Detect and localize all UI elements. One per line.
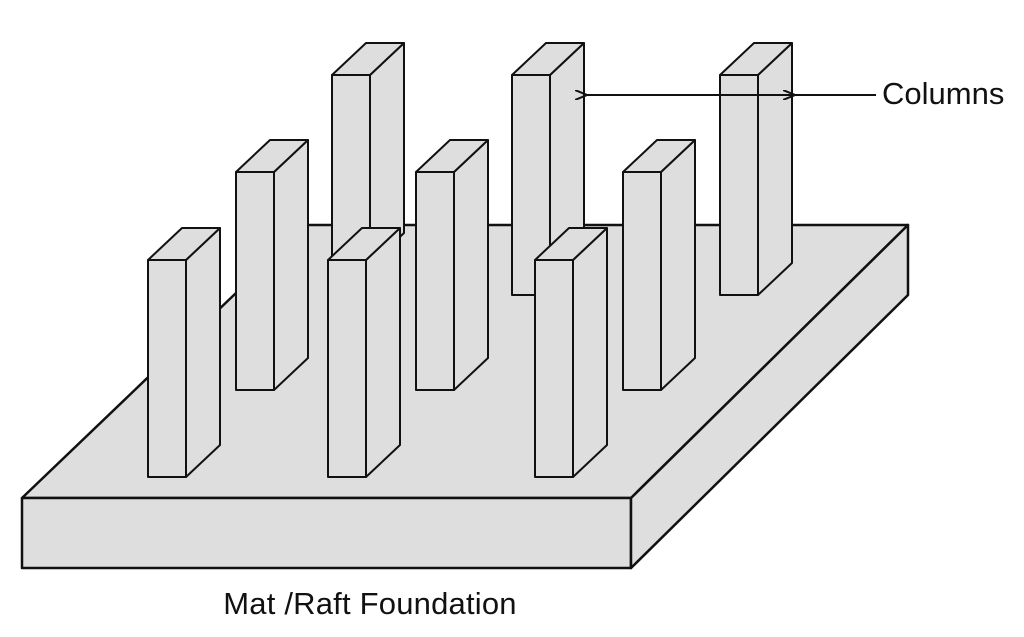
slab-side-face	[629, 223, 910, 570]
column	[719, 42, 793, 296]
column	[147, 227, 221, 478]
column	[534, 227, 608, 478]
column	[622, 139, 696, 391]
column	[327, 227, 401, 478]
diagram-caption: Mat /Raft Foundation	[223, 586, 517, 621]
column	[235, 139, 309, 391]
columns-label: Columns	[882, 76, 1005, 111]
column	[331, 42, 405, 266]
columns-group	[147, 42, 793, 478]
slab-front-face	[20, 496, 633, 570]
column	[415, 139, 489, 391]
